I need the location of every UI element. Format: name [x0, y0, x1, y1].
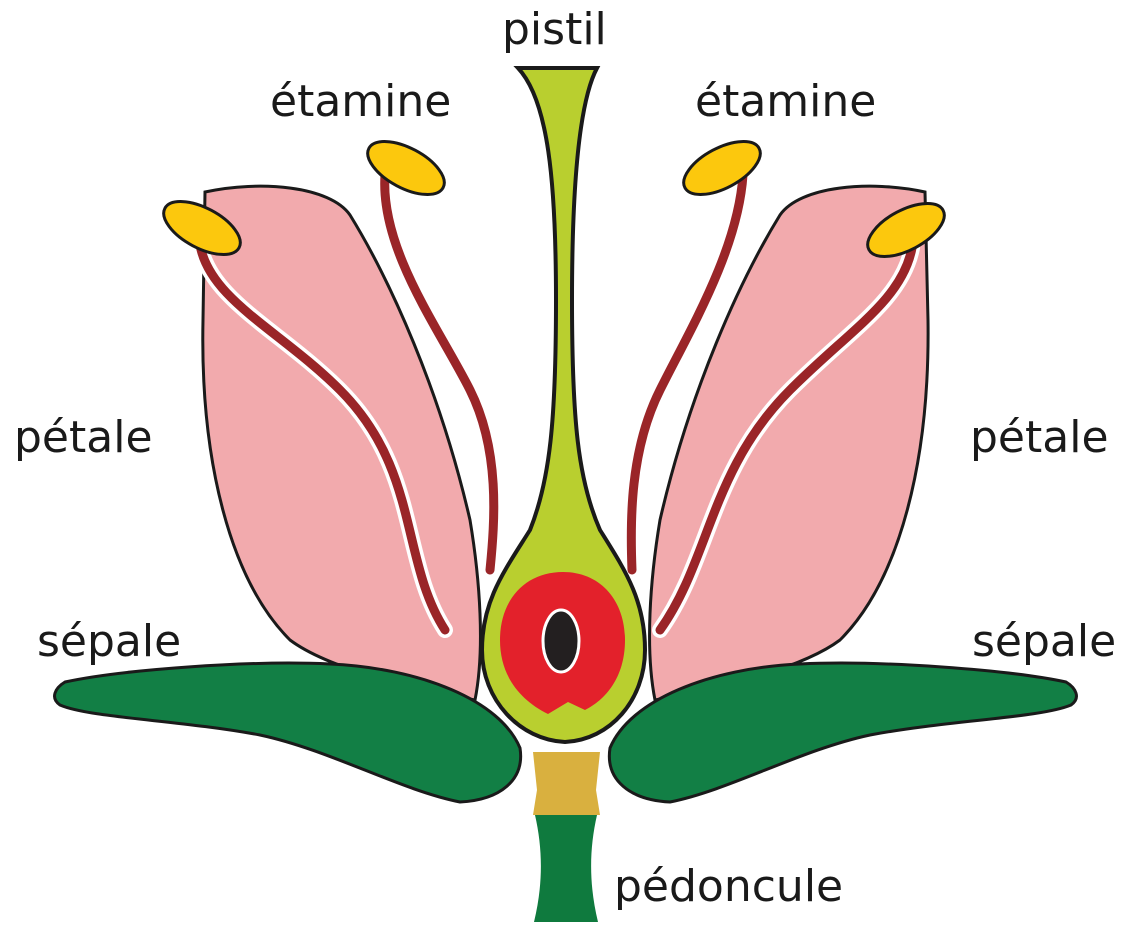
label-peduncle: pédoncule	[612, 865, 845, 909]
label-sepal-right: sépale	[970, 620, 1118, 664]
label-petal-left: pétale	[12, 416, 155, 460]
label-pistil: pistil	[500, 8, 609, 52]
receptacle	[533, 752, 600, 815]
label-petal-right: pétale	[968, 416, 1111, 460]
label-stamen-left: étamine	[268, 80, 453, 124]
ovule	[543, 610, 579, 672]
anther-inner-right	[676, 131, 769, 206]
label-stamen-right: étamine	[693, 80, 878, 124]
anther-inner-left	[360, 131, 453, 206]
label-sepal-left: sépale	[35, 620, 183, 664]
peduncle	[534, 815, 598, 922]
petal-right	[650, 186, 929, 700]
